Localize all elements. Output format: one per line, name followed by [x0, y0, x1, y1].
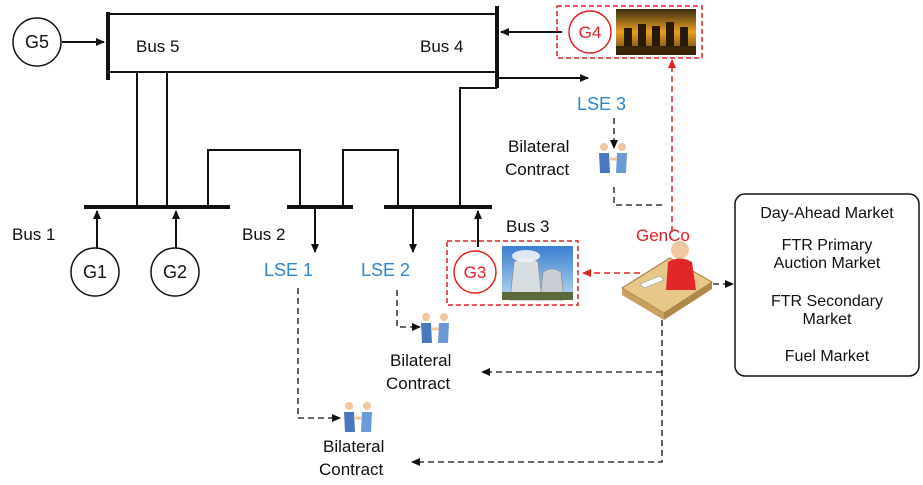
svg-text:G1: G1 — [83, 262, 107, 282]
lse1-label: LSE 1 — [264, 260, 313, 280]
bus1-label: Bus 1 — [12, 225, 55, 244]
bus2-label: Bus 2 — [242, 225, 285, 244]
coal-plant-image — [616, 9, 696, 55]
genco-links — [582, 59, 676, 277]
svg-text:Contract: Contract — [505, 160, 570, 179]
svg-text:G3: G3 — [464, 263, 487, 282]
ftr-primary-label-1: FTR Primary — [782, 237, 873, 254]
svg-text:G2: G2 — [163, 262, 187, 282]
svg-text:Bilateral: Bilateral — [508, 137, 569, 156]
svg-text:Bilateral: Bilateral — [323, 437, 384, 456]
transmission-network — [62, 6, 589, 258]
nuclear-plant-image — [502, 246, 573, 301]
svg-text:G5: G5 — [25, 32, 49, 52]
ftr-secondary-label-1: FTR Secondary — [771, 293, 883, 310]
generator-g4-group: G4 — [556, 5, 703, 59]
generator-g5: G5 — [12, 17, 62, 67]
bus3-label: Bus 3 — [506, 217, 549, 236]
genco-label: GenCo — [636, 226, 690, 245]
ftr-primary-label-2: Auction Market — [774, 255, 881, 272]
bus5-label: Bus 5 — [136, 37, 179, 56]
handshake-icon-lse2 — [421, 313, 449, 343]
handshake-icon-lse1 — [344, 402, 372, 432]
lse3-label: LSE 3 — [577, 94, 626, 114]
generator-g3-group: G3 — [446, 240, 579, 306]
contract-label-lse1: Bilateral Contract — [319, 437, 384, 479]
ftr-secondary-label-2: Market — [803, 311, 852, 328]
fuel-market-label: Fuel Market — [785, 348, 870, 365]
svg-text:Bilateral: Bilateral — [390, 351, 451, 370]
handshake-icon-lse3 — [599, 143, 627, 173]
contract-label-lse2: Bilateral Contract — [386, 351, 451, 393]
svg-text:Contract: Contract — [386, 374, 451, 393]
generator-g2: G2 — [150, 247, 200, 297]
contract-label-lse3: Bilateral Contract — [505, 137, 570, 179]
bus4-label: Bus 4 — [420, 37, 463, 56]
lse2-label: LSE 2 — [361, 260, 410, 280]
genco-trader-icon — [621, 241, 713, 320]
generator-g1: G1 — [70, 247, 120, 297]
day-ahead-market-label: Day-Ahead Market — [760, 205, 894, 222]
svg-text:G4: G4 — [579, 23, 602, 42]
markets-box: Day-Ahead Market FTR Primary Auction Mar… — [734, 193, 920, 377]
svg-text:Contract: Contract — [319, 460, 384, 479]
